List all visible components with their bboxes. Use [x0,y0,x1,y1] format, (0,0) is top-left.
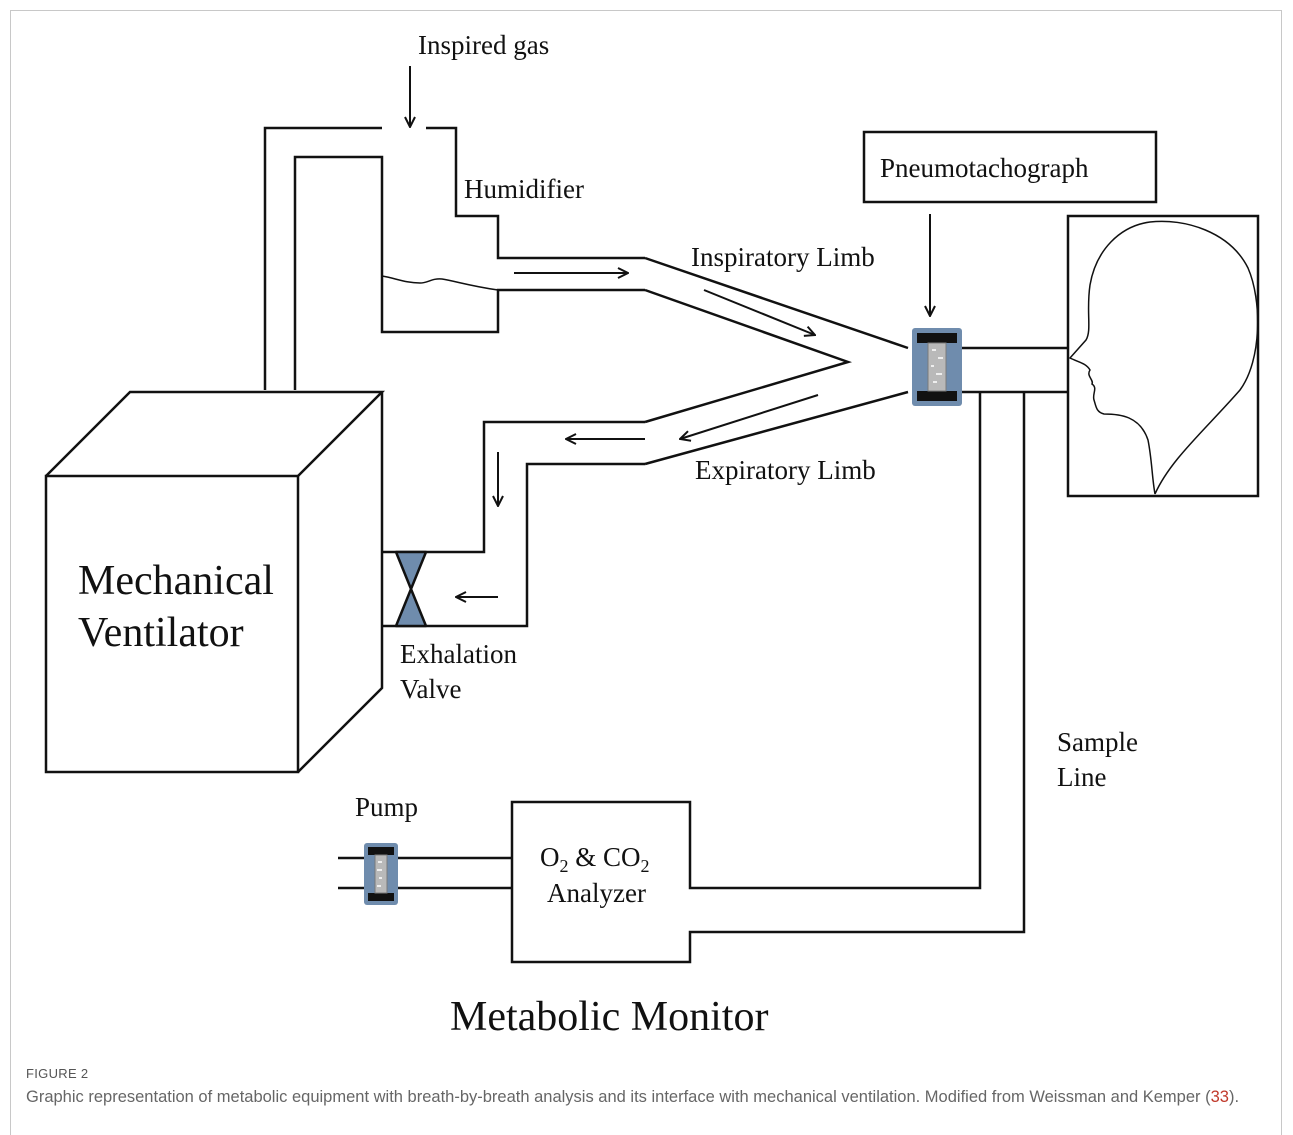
caption-text: Graphic representation of metabolic equi… [26,1088,1211,1106]
sample-line-label-line2: Line [1057,762,1106,792]
expiratory-flow-arrow-1 [680,394,819,439]
reference-link[interactable]: 33 [1210,1088,1229,1106]
inspired-gas-label: Inspired gas [418,30,549,60]
expiratory-tube-outer [382,420,645,554]
ventilator-label-line2: Ventilator [78,610,244,656]
figure-frame [10,10,1282,1135]
pump-label: Pump [355,792,418,822]
figure-label: FIGURE 2 [26,1066,89,1081]
sample-line-inner [510,392,1026,964]
ventilator-front-face [44,474,300,774]
inspiratory-limb-lower [644,288,853,424]
exhalation-valve-label-line2: Valve [400,674,461,704]
humidifier-water-line [381,275,499,291]
inspiratory-limb-upper [644,256,909,350]
analyzer-label-line1: O2 & CO2 [540,842,650,876]
analyzer-label-line2: Analyzer [547,878,646,908]
expiratory-tube-inner [382,462,645,628]
pneumotachograph-connector-icon [912,328,962,406]
humidifier-outer-wall [263,126,382,390]
ventilator-top-face [45,390,386,477]
pump-connector-icon [364,843,398,905]
inspiratory-limb-label: Inspiratory Limb [691,242,875,272]
patient-frame [1066,214,1260,498]
expiratory-limb-label: Expiratory Limb [695,455,876,485]
inspiratory-flow-arrow-2 [703,289,815,335]
pneumotachograph-box [862,130,1158,204]
ventilator-side-face [297,392,384,773]
patient-head-profile [1068,220,1259,495]
metabolic-monitor-label: Metabolic Monitor [450,994,768,1040]
caption-text-end: ). [1228,1088,1240,1106]
figure-caption: Graphic representation of metabolic equi… [26,1086,1271,1109]
expiratory-limb-lower [644,390,909,466]
exhalation-valve-icon [394,550,428,628]
ventilator-label-line1: Mechanical [78,558,274,604]
sample-line-label-line1: Sample [1057,727,1138,757]
metabolic-monitor-diagram: Inspired gas Humidifier Pneumotachograph… [44,30,1260,1040]
pneumotachograph-label: Pneumotachograph [880,153,1089,183]
humidifier-label: Humidifier [464,174,584,204]
humidifier-right-wall [426,126,645,260]
exhalation-valve-label-line1: Exhalation [400,639,517,669]
